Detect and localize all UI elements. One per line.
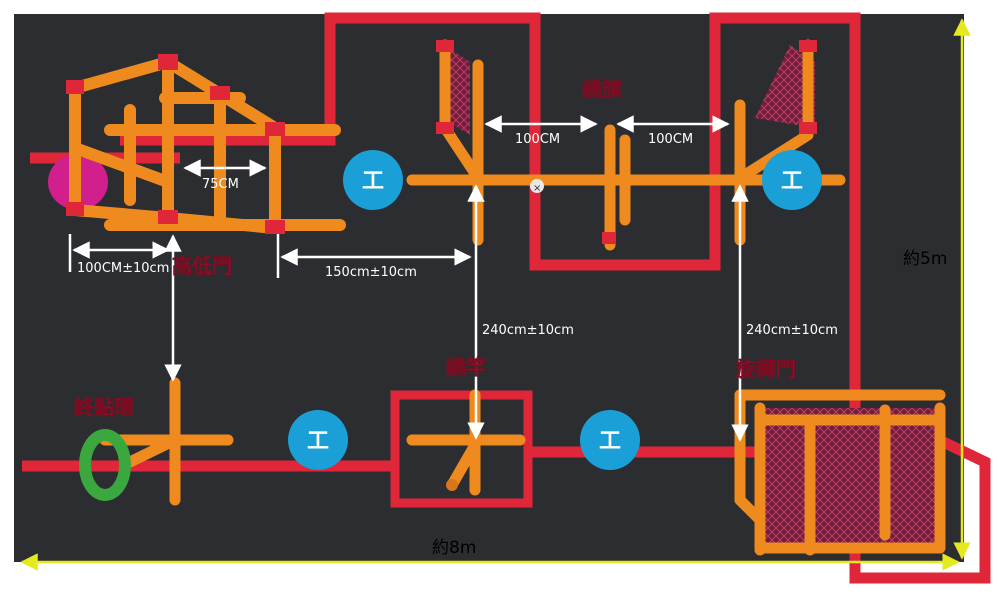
gate-high-low-structure [48, 54, 346, 234]
label-100cm-right: 100CM [648, 132, 693, 147]
overall-measurements [20, 18, 971, 571]
marker-label: 工 [599, 429, 621, 454]
label-width-total: 約8m [432, 538, 476, 558]
label-100cm-left: 100CM [515, 132, 560, 147]
station-label-rotating-gate: 旋轉門 [735, 357, 796, 381]
marker-bottom-right: 工 [580, 410, 640, 470]
label-150cm-tol: 150cm±10cm [325, 265, 417, 280]
green-ring [79, 429, 131, 501]
label-height-total: 約5m [903, 249, 947, 269]
station-label-pole: 繞竿 [446, 355, 486, 379]
station-label-flag: 繞旗 [582, 77, 622, 101]
station-label-finish-ring: 終點環 [74, 395, 135, 419]
label-240cm-right: 240cm±10cm [746, 323, 838, 338]
marker-top-right: 工 [762, 150, 822, 210]
finish-ring-structure [79, 377, 234, 506]
svg-text:×: × [533, 183, 541, 194]
label-240cm-left: 240cm±10cm [482, 323, 574, 338]
label-100cm-tol: 100CM±10cm [77, 261, 169, 276]
marker-top-left: 工 [343, 150, 403, 210]
label-75cm: 75CM [202, 177, 239, 192]
rotating-gate-structure [734, 389, 946, 556]
station-label-gate-high-low: 高低門 [172, 254, 232, 278]
marker-bottom-left: 工 [288, 410, 348, 470]
marker-label: 工 [362, 169, 384, 194]
marker-label: 工 [781, 169, 803, 194]
marker-label: 工 [307, 429, 329, 454]
dimension-arrows [68, 115, 749, 442]
